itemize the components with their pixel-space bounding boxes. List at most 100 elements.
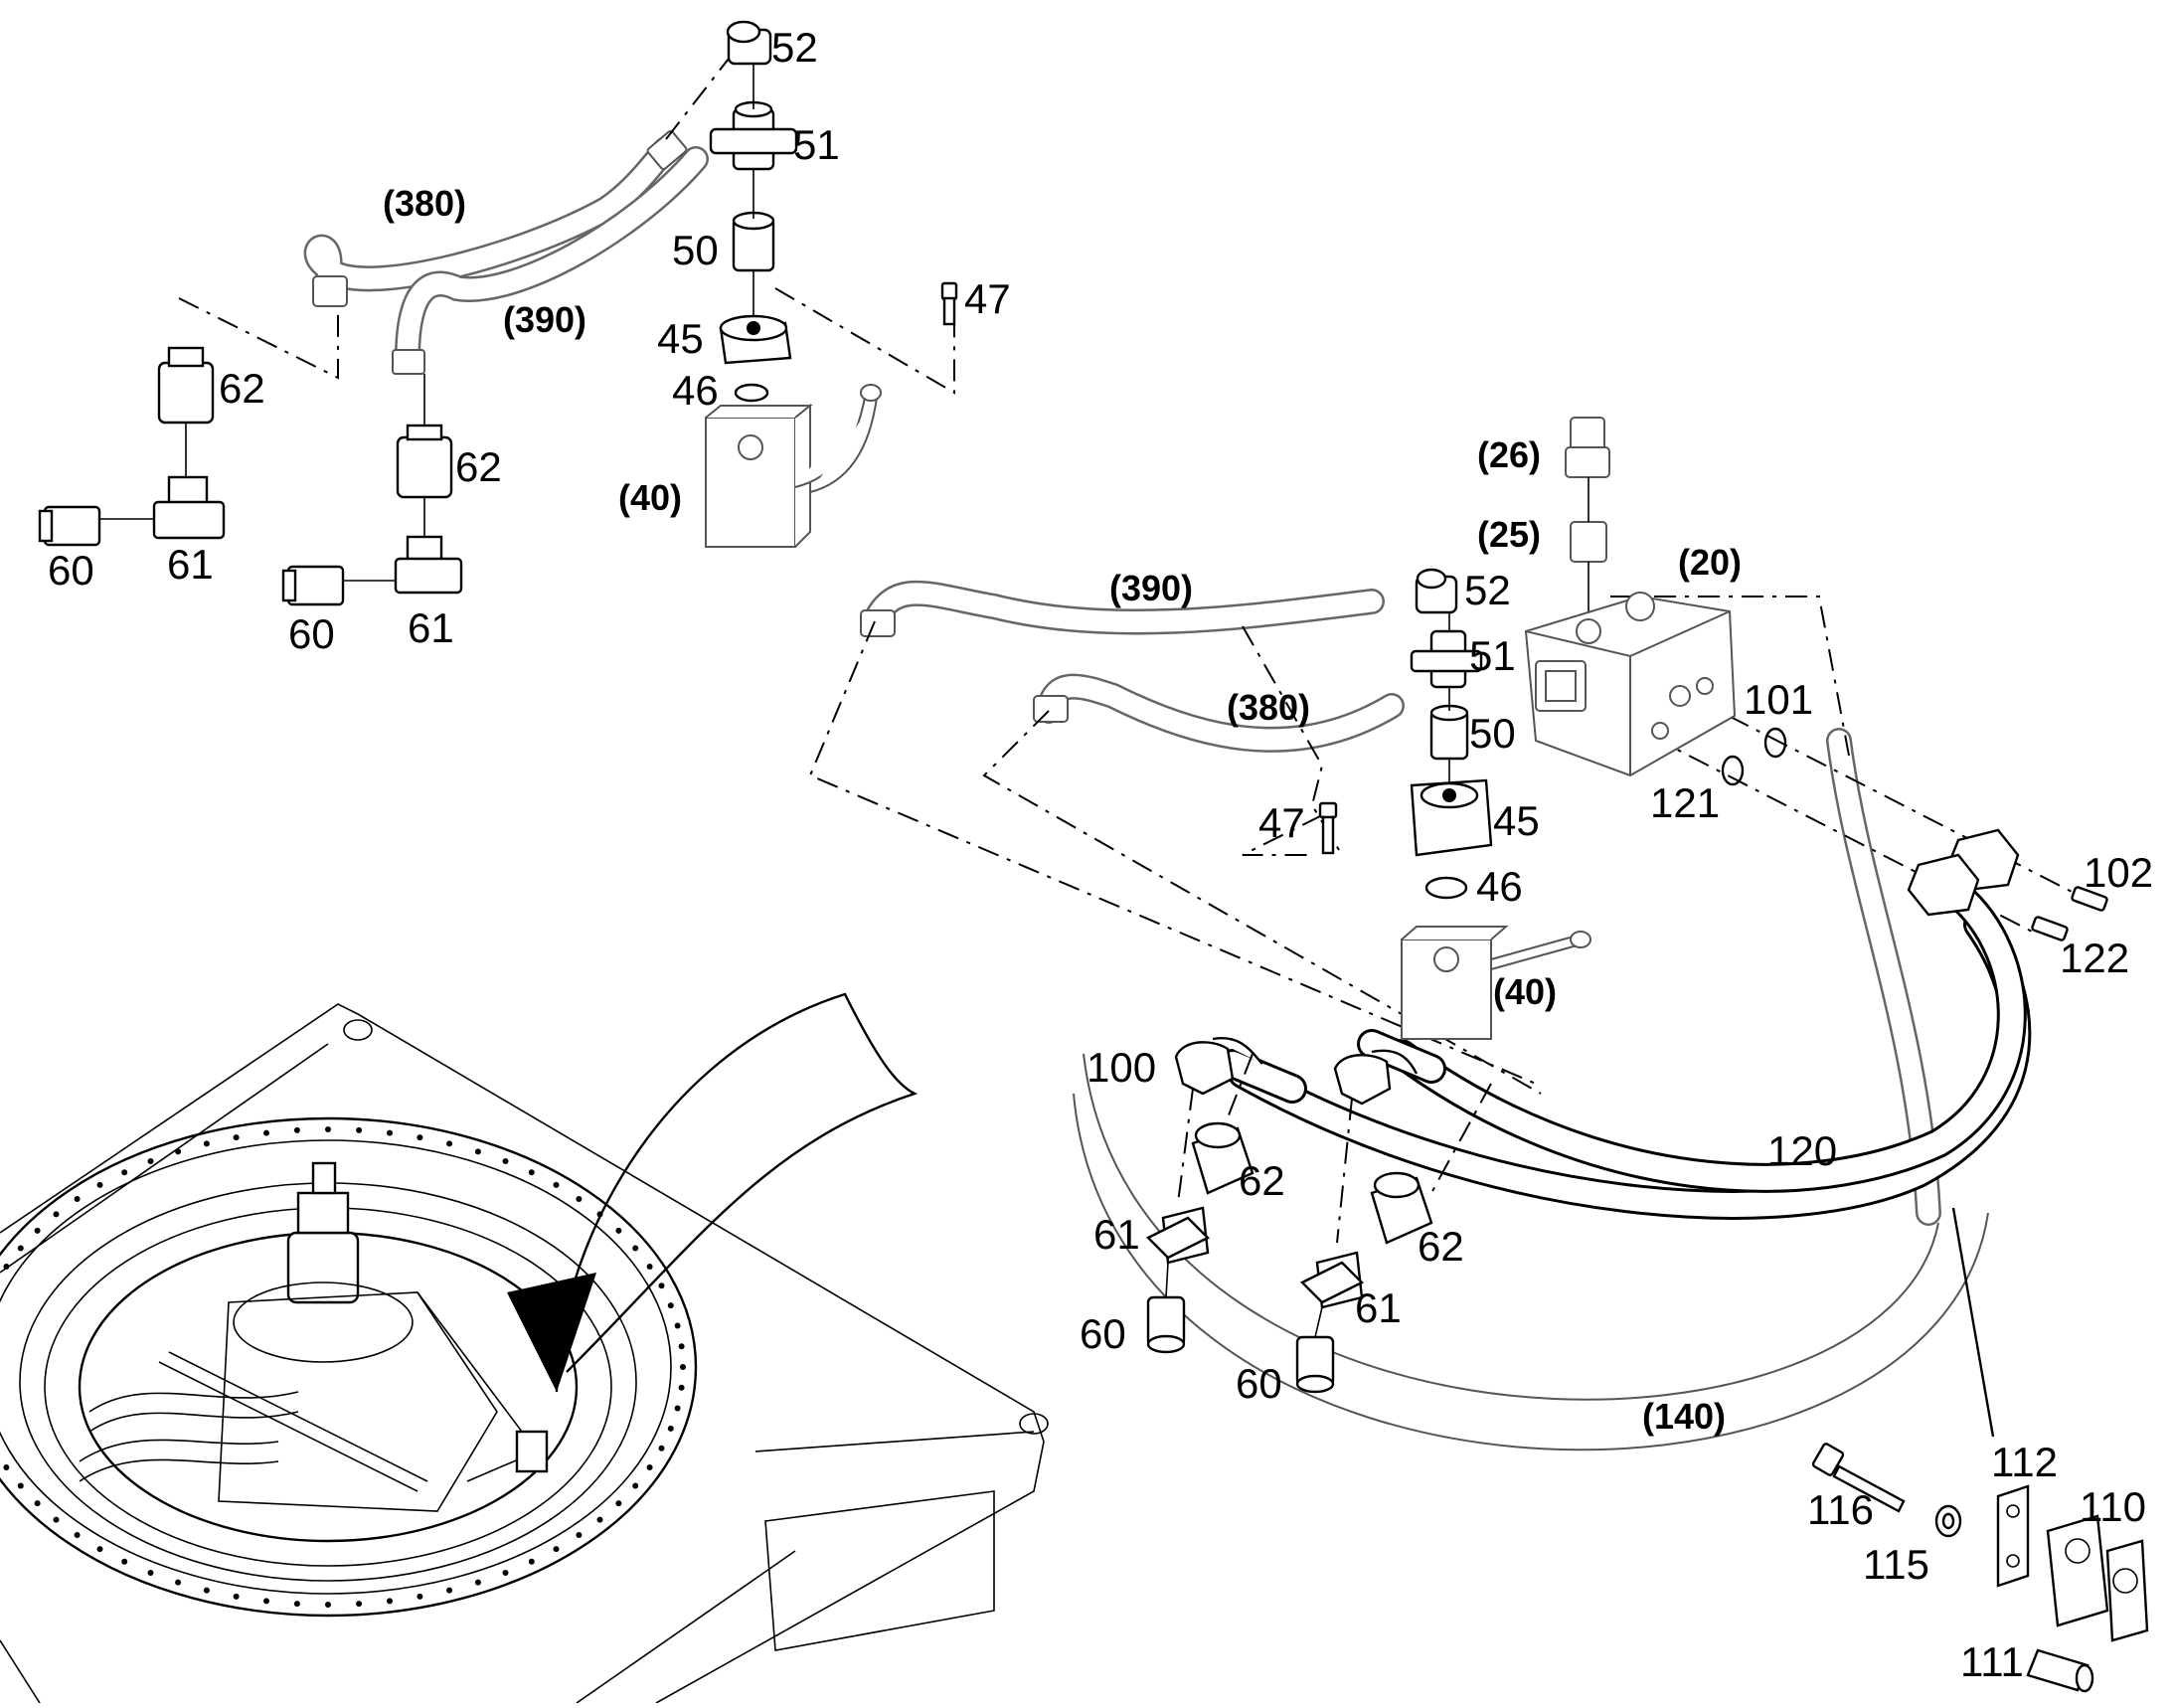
label-115: 115 (1863, 1541, 1929, 1588)
ring-bolt-hole (646, 1264, 653, 1270)
ring-bolt-hole (596, 1516, 603, 1523)
ring-bolt-hole (233, 1593, 240, 1600)
ring-bolt-hole (646, 1464, 653, 1470)
label-61-mid: 61 (408, 604, 454, 651)
ring-bolt-hole (615, 1227, 622, 1234)
ring-bolt-hole (3, 1264, 10, 1270)
label-122: 122 (2060, 935, 2129, 981)
ring-bolt-hole (203, 1587, 210, 1594)
ring-bolt-hole (325, 1126, 331, 1132)
label-100: 100 (1086, 1044, 1156, 1091)
valve-block-40-top (705, 384, 882, 548)
label-50-right: 50 (1469, 710, 1516, 757)
label-47-top: 47 (964, 275, 1011, 322)
cross-fitting-51 (709, 100, 798, 171)
ring-bolt-hole (175, 1148, 182, 1155)
ring-bolt-hole (34, 1227, 41, 1234)
ring-bolt-hole (502, 1158, 509, 1164)
label-60-right-b: 60 (1236, 1360, 1282, 1407)
adapter-62-left (157, 346, 215, 477)
ring-bolt-hole (121, 1169, 128, 1176)
ring-bolt-hole (233, 1134, 240, 1141)
ring-bolt-hole (121, 1558, 128, 1565)
ring-bolt-hole (553, 1181, 560, 1188)
label-62-mid: 62 (455, 443, 502, 490)
ring-bolt-hole (325, 1602, 331, 1608)
cross-fitting-51-right (1410, 629, 1483, 689)
ring-bolt-hole (263, 1598, 269, 1605)
label-60-right-a: 60 (1080, 1310, 1126, 1357)
ring-bolt-hole (667, 1425, 674, 1432)
top-left-assembly (38, 20, 958, 606)
ring-bolt-hole (203, 1140, 210, 1147)
ring-bolt-hole (17, 1245, 24, 1252)
label-102: 102 (2084, 849, 2153, 896)
machine-overview (0, 992, 1049, 1704)
ring-bolt-hole (474, 1148, 481, 1155)
adapter-60-right-b (1295, 1335, 1335, 1394)
bolt-47 (940, 281, 958, 326)
flange-45-right (1410, 778, 1493, 857)
ring-bolt-hole (387, 1598, 393, 1605)
label-101: 101 (1744, 676, 1813, 723)
label-61-left: 61 (167, 541, 214, 588)
callout-labels: 52 51 50 47 45 46 (380) (390) (40) 62 62… (48, 24, 2153, 1685)
label-50-top: 50 (672, 227, 719, 273)
nut-100 (1174, 1037, 1263, 1096)
fitting-26 (1565, 417, 1610, 478)
ring-bolt-hole (576, 1196, 583, 1202)
elbow-fitting-52 (726, 20, 772, 66)
ring-bolt-hole (446, 1587, 453, 1594)
flange-45 (719, 314, 792, 365)
ring-bolt-hole (667, 1302, 674, 1309)
valve-block-20 (1524, 592, 1737, 777)
ring-bolt-hole (674, 1405, 681, 1412)
label-380-top: (380) (383, 183, 466, 224)
ring-bolt-hole (356, 1126, 363, 1133)
bolt-116 (1811, 1443, 1906, 1513)
ring-bolt-hole (674, 1322, 681, 1329)
sleeve-111 (2026, 1648, 2094, 1693)
clamp-110 (2046, 1514, 2149, 1642)
label-140: (140) (1642, 1396, 1726, 1437)
ring-bolt-hole (147, 1570, 154, 1576)
label-52-top: 52 (771, 24, 818, 71)
ring-bolt-hole (576, 1532, 583, 1538)
tee-fitting-61-left (99, 475, 226, 540)
label-60-mid: 60 (288, 610, 335, 657)
adapter-60-right-a (1146, 1295, 1186, 1354)
label-62-right-a: 62 (1239, 1157, 1285, 1204)
tee-fitting-61-mid (343, 535, 463, 595)
label-60-left: 60 (48, 547, 94, 594)
label-61-right-b: 61 (1355, 1284, 1402, 1331)
bolt-47-right (1318, 801, 1338, 855)
ring-bolt-hole (658, 1445, 665, 1452)
ring-bolt-hole (417, 1593, 423, 1600)
ring-bolt-hole (632, 1482, 639, 1489)
label-26: (26) (1477, 434, 1541, 475)
label-112: 112 (1991, 1439, 2058, 1485)
label-110: 110 (2080, 1483, 2146, 1530)
ring-bolt-hole (387, 1129, 393, 1136)
ring-bolt-hole (680, 1364, 686, 1370)
ring-bolt-hole (632, 1245, 639, 1252)
adapter-60-left (38, 505, 101, 547)
ring-bolt-hole (53, 1211, 60, 1218)
label-390-top: (390) (503, 299, 586, 340)
nut-100-b (1333, 1049, 1419, 1106)
label-25: (25) (1477, 514, 1541, 555)
plate-112 (1996, 1484, 2030, 1588)
valve-block-40-right (1401, 926, 1591, 1040)
adapter-62-right-b (1370, 1171, 1433, 1245)
label-45-top: 45 (657, 315, 704, 362)
ring-bolt-hole (446, 1140, 453, 1147)
ring-bolt-hole (74, 1196, 81, 1202)
ring-bolt-hole (615, 1500, 622, 1507)
ring-bolt-hole (553, 1546, 560, 1553)
ring-bolt-hole (417, 1134, 423, 1141)
ring-bolt-hole (356, 1601, 363, 1608)
tee-fitting-61-right-a (1145, 1206, 1211, 1265)
right-assembly (808, 417, 2149, 1693)
ring-bolt-hole (147, 1158, 154, 1164)
